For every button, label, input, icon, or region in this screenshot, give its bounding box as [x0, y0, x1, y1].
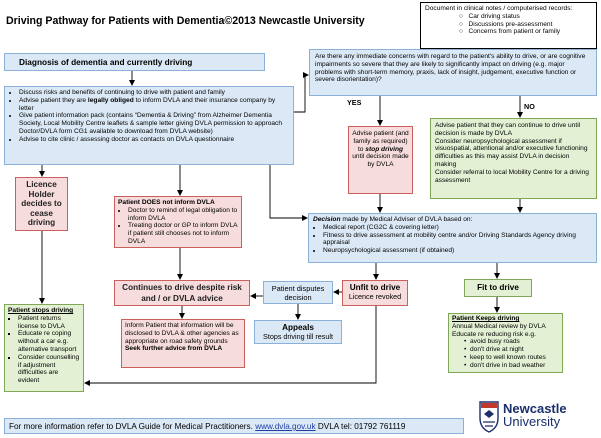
- diagnosis-box: Diagnosis of dementia and currently driv…: [4, 53, 265, 71]
- stops-item: Educate re coping without a car e.g. alt…: [18, 330, 80, 353]
- stops-box: Patient stops driving Patient returns li…: [4, 304, 84, 392]
- inform-info-bold: Seek further advice from DVLA: [125, 345, 223, 353]
- footer-suffix: DVLA tel: 01792 761119: [315, 422, 406, 431]
- advice-box: Discuss risks and benefits of continuing…: [4, 86, 294, 165]
- licence-holder-box: Licence Holder decides to cease driving: [15, 177, 68, 231]
- advice-item: Advise patient they are legally obliged …: [19, 97, 290, 113]
- keeps-heading: Patient Keeps driving: [452, 315, 520, 322]
- keeps-item: avoid busy roads: [464, 338, 559, 346]
- unfit-sub: Licence revoked: [348, 292, 402, 301]
- stop-driving-advice-text: Advise patient (and family as required) …: [352, 130, 409, 169]
- not-inform-item: Doctor to remind of legal obligation to …: [128, 207, 238, 223]
- inform-info-text: Inform Patient that information will be …: [125, 322, 239, 345]
- stop-driving-advice-box: Advise patient (and family as required) …: [348, 126, 413, 194]
- unfit-box: Unfit to drive Licence revoked: [342, 280, 408, 306]
- arrow-unfit-to-stops: [84, 306, 377, 386]
- advice-item: Advise to cite clinic / assessing doctor…: [19, 136, 290, 144]
- concerns-text: Are there any immediate concerns with re…: [315, 53, 586, 84]
- appeals-box: Appeals Stops driving till result: [254, 320, 342, 344]
- footer-prefix: For more information refer to DVLA Guide…: [9, 422, 256, 431]
- no-label: NO: [524, 102, 535, 111]
- not-inform-heading: Patient DOES not inform DVLA: [118, 199, 215, 206]
- continues-box: Continues to drive despite risk and / or…: [114, 280, 250, 306]
- keeps-box: Patient Keeps driving Annual Medical rev…: [448, 313, 563, 373]
- appeals-sub: Stops driving till result: [263, 332, 333, 341]
- not-inform-item: Treating doctor or GP to inform DVLA if …: [128, 222, 238, 245]
- stops-item: Consider counselling if adjustment diffi…: [18, 354, 80, 385]
- records-list: ○ Car driving status ○ Discussions pre-a…: [425, 13, 592, 36]
- records-item: ○ Discussions pre-assessment: [459, 20, 553, 28]
- advice-item: Give patient information pack (contains …: [19, 112, 290, 135]
- no-advice-box: Advise patient that they can continue to…: [430, 118, 597, 199]
- dvla-link[interactable]: www.dvla.gov.uk: [255, 422, 316, 431]
- not-inform-box: Patient DOES not inform DVLA Doctor to r…: [114, 196, 242, 248]
- stops-heading: Patient stops driving: [8, 307, 74, 314]
- records-heading: Document in clinical notes / computerise…: [425, 5, 573, 12]
- decision-heading: Decision made by Medical Adviser of DVLA…: [313, 216, 473, 223]
- keeps-item: don't drive in bad weather: [464, 362, 559, 370]
- records-item: ○ Concerns from patient or family: [459, 28, 561, 36]
- concerns-box: Are there any immediate concerns with re…: [309, 49, 597, 96]
- page-title: Driving Pathway for Patients with Dement…: [6, 15, 365, 27]
- arrow-advice-to-concerns: [294, 72, 309, 113]
- university-crest-icon: [479, 401, 499, 433]
- appeals-heading: Appeals: [282, 323, 314, 332]
- keeps-list: avoid busy roads don't drive at night ke…: [452, 338, 559, 369]
- unfit-heading: Unfit to drive: [349, 283, 401, 292]
- fit-box: Fit to drive: [464, 279, 532, 297]
- inform-info-box: Inform Patient that information will be …: [121, 319, 245, 368]
- records-item: ○ Car driving status: [459, 12, 520, 20]
- keeps-item: keep to well known routes: [464, 354, 559, 362]
- stops-item: Patient returns license to DVLA: [18, 315, 80, 331]
- keeps-line: Annual Medical review by DVLA: [452, 322, 546, 330]
- decision-box: Decision made by Medical Adviser of DVLA…: [308, 213, 597, 263]
- decision-item: Fitness to drive assessment at mobility …: [323, 232, 592, 248]
- yes-label: YES: [347, 98, 362, 107]
- decision-item: Neuropsychological assessment (if obtain…: [323, 247, 592, 255]
- footer-bar: For more information refer to DVLA Guide…: [4, 418, 464, 434]
- arrow-advice-to-decision: [269, 165, 308, 221]
- keeps-item: don't drive at night: [464, 346, 559, 354]
- advice-item: Discuss risks and benefits of continuing…: [19, 89, 290, 97]
- disputes-box: Patient disputes decision: [263, 281, 333, 304]
- keeps-line: Educate re reducing risk e.g.: [452, 330, 536, 338]
- records-box: Document in clinical notes / computerise…: [420, 2, 597, 49]
- university-logo-text: Newcastle University: [503, 401, 567, 429]
- decision-item: Medical report (CG2C & covering letter): [323, 224, 592, 232]
- no-advice-text: Advise patient that they can continue to…: [435, 122, 589, 184]
